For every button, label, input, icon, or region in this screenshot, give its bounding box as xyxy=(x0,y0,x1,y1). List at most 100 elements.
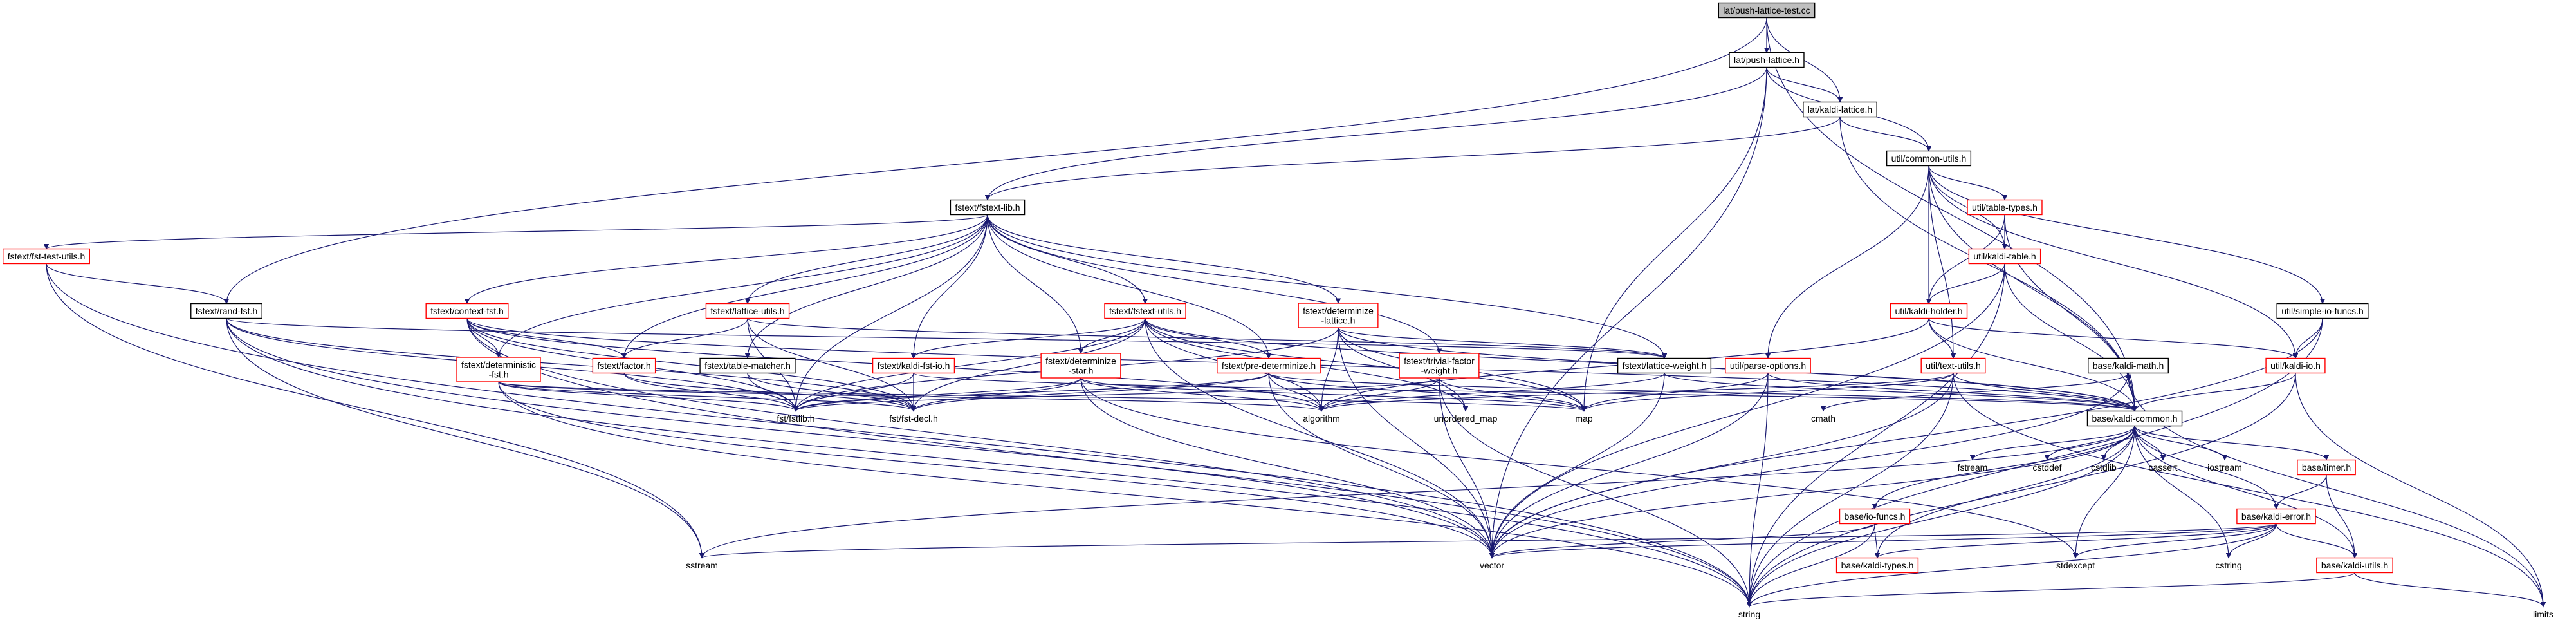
node-trivial[interactable]: fstext/trivial-factor-weight.h xyxy=(1399,353,1480,379)
edge-dstar-to-algorithm xyxy=(1080,377,1325,412)
edge-trivial-to-vector xyxy=(1439,377,1495,559)
node-box xyxy=(190,303,262,319)
node-label: base/kaldi-types.h xyxy=(1841,560,1914,570)
node-label: base/timer.h xyxy=(2302,462,2351,473)
edge-kio-to-kc xyxy=(2131,373,2296,412)
edge-km-to-vector xyxy=(1489,373,2129,559)
edge-kerr-to-cstring xyxy=(2225,523,2277,559)
edge-fu-to-map xyxy=(1145,318,1587,412)
node-kfio[interactable]: fstext/kaldi-fst-io.h xyxy=(872,357,955,374)
node-fstlib: fst/fstlib.h xyxy=(777,413,814,424)
node-label: -weight.h xyxy=(1421,366,1458,376)
edge-lw-to-vector xyxy=(1489,373,1665,559)
node-detlat[interactable]: fstext/determinize-lattice.h xyxy=(1298,303,1379,328)
edge-kc-to-vector xyxy=(1489,426,2135,559)
edge-cu-to-kt xyxy=(1928,165,2008,250)
edge-flib-to-lu xyxy=(744,214,988,305)
node-cassert: cassert xyxy=(2148,462,2177,473)
edge-lu-to-fac xyxy=(621,318,748,359)
node-box xyxy=(1967,199,2043,216)
edge-kerr-to-sstream xyxy=(699,523,2277,559)
node-label: base/kaldi-error.h xyxy=(2241,511,2311,521)
node-kt[interactable]: util/kaldi-table.h xyxy=(1968,248,2041,265)
edge-kc-to-cstddef xyxy=(2044,426,2135,461)
edge-flib-to-dfst xyxy=(495,214,988,358)
edge-detlat-to-algorithm xyxy=(1318,327,1339,412)
node-box xyxy=(950,199,1026,216)
node-lu[interactable]: fstext/lattice-utils.h xyxy=(705,303,790,319)
node-box xyxy=(872,357,955,374)
node-fsttest[interactable]: fstext/fst-test-utils.h xyxy=(3,248,90,265)
node-po[interactable]: util/parse-options.h xyxy=(1725,357,1811,374)
edge-dfst-to-string xyxy=(498,381,1753,608)
node-cu[interactable]: util/common-utils.h xyxy=(1886,150,1972,167)
node-km[interactable]: base/kaldi-math.h xyxy=(2088,357,2169,374)
node-box xyxy=(699,357,796,374)
edge-fsttest-to-rand xyxy=(46,263,230,305)
node-label: fstream xyxy=(1958,462,1988,473)
node-klat[interactable]: lat/kaldi-lattice.h xyxy=(1803,101,1877,118)
node-label: cassert xyxy=(2148,462,2177,473)
node-label: util/kaldi-holder.h xyxy=(1895,306,1962,316)
node-sif[interactable]: util/simple-io-funcs.h xyxy=(2276,303,2369,319)
node-tt[interactable]: util/table-types.h xyxy=(1967,199,2043,216)
node-box xyxy=(1718,2,1816,19)
node-label: cstddef xyxy=(2032,462,2061,473)
node-iof[interactable]: base/io-funcs.h xyxy=(1839,508,1911,525)
node-label: map xyxy=(1575,413,1592,424)
node-cstdlib: cstdlib xyxy=(2091,462,2117,473)
edge-fu-to-kfio xyxy=(910,318,1146,359)
node-label: -fst.h xyxy=(488,370,508,380)
node-label: util/parse-options.h xyxy=(1730,361,1806,371)
edge-trivial-to-string xyxy=(1439,377,1753,608)
node-dstar[interactable]: fstext/determinize-star.h xyxy=(1040,353,1121,379)
node-fu[interactable]: fstext/fstext-utils.h xyxy=(1104,303,1186,319)
node-map: map xyxy=(1575,413,1592,424)
node-kc[interactable]: base/kaldi-common.h xyxy=(2086,410,2183,427)
node-predet[interactable]: fstext/pre-determinize.h xyxy=(1217,357,1321,374)
node-label: fstext/fst-test-utils.h xyxy=(8,251,86,261)
node-kutils[interactable]: base/kaldi-utils.h xyxy=(2316,557,2393,574)
node-label: unordered_map xyxy=(1434,413,1498,424)
edge-klat-to-cu xyxy=(1839,117,1932,152)
node-kio[interactable]: util/kaldi-io.h xyxy=(2265,357,2326,374)
edge-fu-to-predet xyxy=(1145,318,1272,359)
node-dfst[interactable]: fstext/deterministic-fst.h xyxy=(456,357,541,382)
edge-kc-to-iostream xyxy=(2134,426,2228,461)
node-box xyxy=(1729,52,1805,68)
node-string: string xyxy=(1738,609,1760,619)
edge-push-to-flib xyxy=(984,67,1767,201)
node-rand[interactable]: fstext/rand-fst.h xyxy=(190,303,262,319)
node-box xyxy=(1835,557,1919,574)
edge-kutils-to-limits xyxy=(2354,572,2546,608)
node-tu[interactable]: util/text-utils.h xyxy=(1920,357,1986,374)
edge-kc-to-kerr xyxy=(2134,426,2279,510)
node-box xyxy=(1968,248,2041,265)
node-kh[interactable]: util/kaldi-holder.h xyxy=(1890,303,1968,319)
node-fac[interactable]: fstext/factor.h xyxy=(592,357,656,374)
edge-kerr-to-string xyxy=(1746,523,2277,608)
node-label: cstdlib xyxy=(2091,462,2117,473)
edge-kerr-to-ktypes xyxy=(1874,523,2277,559)
node-label: util/table-types.h xyxy=(1972,202,2038,212)
node-kerr[interactable]: base/kaldi-error.h xyxy=(2236,508,2316,525)
node-label: stdexcept xyxy=(2056,560,2095,570)
edge-iof-to-vector xyxy=(1489,523,1875,559)
node-box xyxy=(1920,357,1986,374)
node-label: limits xyxy=(2533,609,2553,619)
edge-flib-to-kfio xyxy=(910,214,988,359)
node-timer[interactable]: base/timer.h xyxy=(2297,459,2356,476)
edge-dfst-to-map xyxy=(498,381,1587,412)
node-label: sstream xyxy=(686,560,718,570)
node-root[interactable]: lat/push-lattice-test.cc xyxy=(1718,2,1816,19)
node-label: util/kaldi-table.h xyxy=(1973,251,2036,261)
node-ktypes[interactable]: base/kaldi-types.h xyxy=(1835,557,1919,574)
edge-flib-to-detlat xyxy=(987,214,1341,304)
node-lw[interactable]: fstext/lattice-weight.h xyxy=(1617,357,1712,374)
node-tm[interactable]: fstext/table-matcher.h xyxy=(699,357,796,374)
node-ctx[interactable]: fstext/context-fst.h xyxy=(425,303,509,319)
node-cmath: cmath xyxy=(1811,413,1835,424)
node-flib[interactable]: fstext/fstext-lib.h xyxy=(950,199,1026,216)
node-push[interactable]: lat/push-lattice.h xyxy=(1729,52,1805,68)
edge-ctx-to-vector xyxy=(466,318,1495,559)
